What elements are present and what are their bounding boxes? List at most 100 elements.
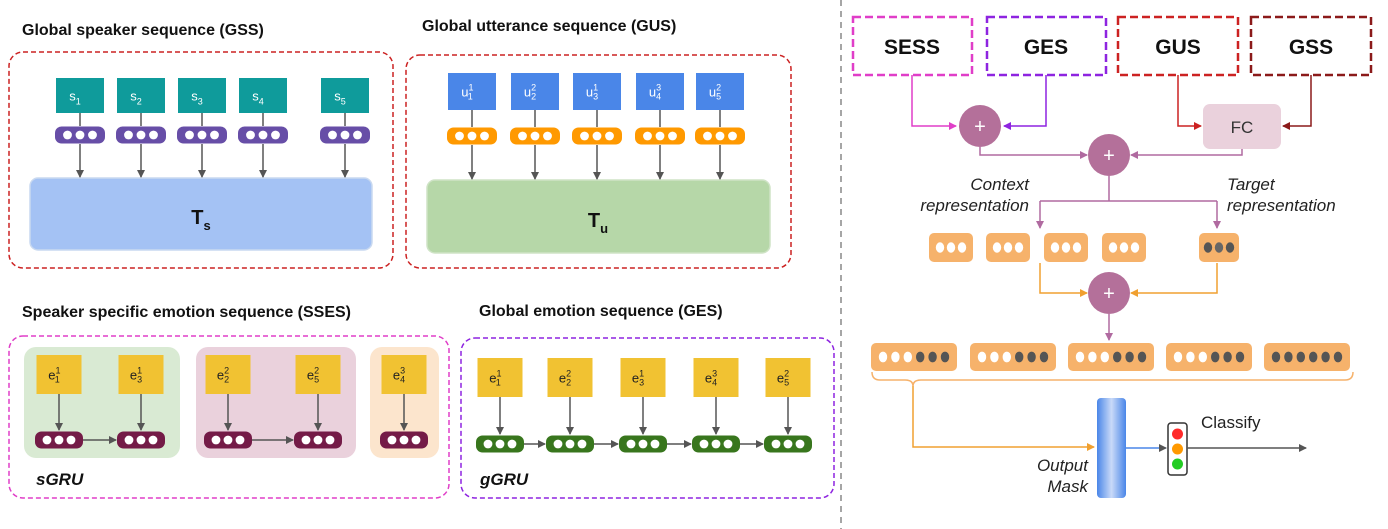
fused-embedding-dot [1321, 351, 1330, 363]
gss-speaker-node-1-box [56, 78, 104, 113]
ges-embedding-2-dot [553, 439, 563, 449]
context-embedding-1 [929, 233, 973, 262]
fused-embedding-dot [1198, 351, 1208, 363]
gus-embedding-5-dot [703, 131, 712, 141]
gus-arrow [1177, 75, 1202, 130]
gss-speaker-node-3: s3 [178, 78, 226, 113]
ges-embedding-3-dot [638, 439, 648, 449]
ges-embedding-3-dot [650, 439, 660, 449]
context-embedding-2 [986, 233, 1030, 262]
fused-embedding-dot [1100, 351, 1110, 363]
sses-embedding-g1-2-dot [124, 435, 134, 445]
ges-embedding-2 [546, 435, 594, 453]
gss-embedding-5-dot [353, 130, 362, 140]
fc-block [1203, 104, 1281, 149]
fused-embedding-5 [1264, 343, 1350, 371]
fc-label: FC [1231, 118, 1254, 137]
sgru-label: sGRU [36, 470, 84, 489]
gus-embedding-4-dot [668, 131, 677, 141]
fused-embedding-dot [1137, 351, 1147, 363]
fused-embedding-dot [1075, 351, 1085, 363]
sses-embedding-g2-1-dot [235, 435, 245, 445]
sses-embedding-g1-2-dot [148, 435, 158, 445]
ges-embedding-3-dot [626, 439, 636, 449]
ges-embedding-5-dot [783, 439, 793, 449]
gss-speaker-node-5: s5 [321, 78, 369, 113]
fused-embedding-dot [1186, 351, 1195, 363]
fused-embedding-dot [891, 351, 900, 363]
gss-speaker-node-2-label: s2 [130, 89, 142, 107]
fused-embedding-4 [1166, 343, 1252, 371]
gss-embedding-4-dot [258, 130, 268, 140]
ges-embedding-2-dot [577, 439, 587, 449]
gus-utterance-node-5-box [696, 73, 744, 110]
output-brace [871, 371, 1354, 387]
fusion-section: SESS GES GUS GSS FC + + Context represen… [851, 15, 1373, 498]
fused-embedding-dot [1027, 351, 1036, 363]
gus-embedding-3-dot [605, 131, 614, 141]
ges-emotion-node-4-box [693, 358, 739, 397]
ges-emotion-node-2-box [547, 358, 593, 397]
fused-embedding-dot [1271, 351, 1281, 363]
sses-emotion-node-g3-1-box [381, 355, 427, 394]
gss-speaker-node-4-label: s4 [252, 89, 264, 107]
target-embedding-dot [1225, 242, 1235, 253]
fused-embedding-dot [928, 351, 937, 363]
context-embedding-3 [1044, 233, 1088, 262]
ges-embedding-1-dot [495, 439, 505, 449]
gss-embedding-1-dot [75, 130, 85, 140]
gss-arrow [1282, 75, 1312, 130]
fused-embedding-dot [1223, 351, 1232, 363]
gss-speaker-node-1: s1 [56, 78, 104, 113]
fused-embedding-dot [916, 351, 925, 363]
plus-node-2 [1088, 134, 1130, 176]
context-embedding-dot [1050, 242, 1060, 253]
context-embedding-dot [1061, 242, 1071, 253]
context-embedding-dot [992, 242, 1002, 253]
gus-embedding-5-dot [715, 131, 725, 141]
gus-utterance-node-3-box [573, 73, 621, 110]
gus-embedding-2-dot [530, 131, 540, 141]
sses-frame [8, 335, 450, 499]
target-label-2: representation [1227, 196, 1336, 215]
sses-embedding-g1-2-dot [136, 435, 146, 445]
sses-embedding-g3-1-dot [399, 435, 409, 445]
gss-embedding-1 [55, 126, 105, 144]
gss-speaker-node-5-label: s5 [334, 89, 346, 107]
plus1-to-plus2-arrow [979, 147, 1088, 159]
gss-embedding-3-dot [197, 130, 207, 140]
sses-embedding-g2-2-dot [301, 435, 311, 445]
ges-input-label: GES [1024, 36, 1068, 59]
gss-embedding-1-dot [88, 130, 97, 140]
ges-embedding-5 [764, 435, 812, 453]
plus-node-3-symbol: + [1103, 283, 1115, 305]
gus-embedding-5 [695, 127, 745, 145]
sses-embedding-g2-1-dot [211, 435, 221, 445]
brace-to-mask-arrow [912, 386, 1095, 451]
fused-embedding-2-bar [970, 343, 1056, 371]
gss-speaker-node-3-label: s3 [191, 89, 203, 107]
gus-embedding-3-dot [592, 131, 602, 141]
fused-embedding-dot [878, 351, 888, 363]
fused-embedding-1 [871, 343, 957, 371]
fused-embedding-dot [1333, 351, 1343, 363]
gss-speaker-node-5-box [321, 78, 369, 113]
sess-input-box [851, 15, 974, 77]
